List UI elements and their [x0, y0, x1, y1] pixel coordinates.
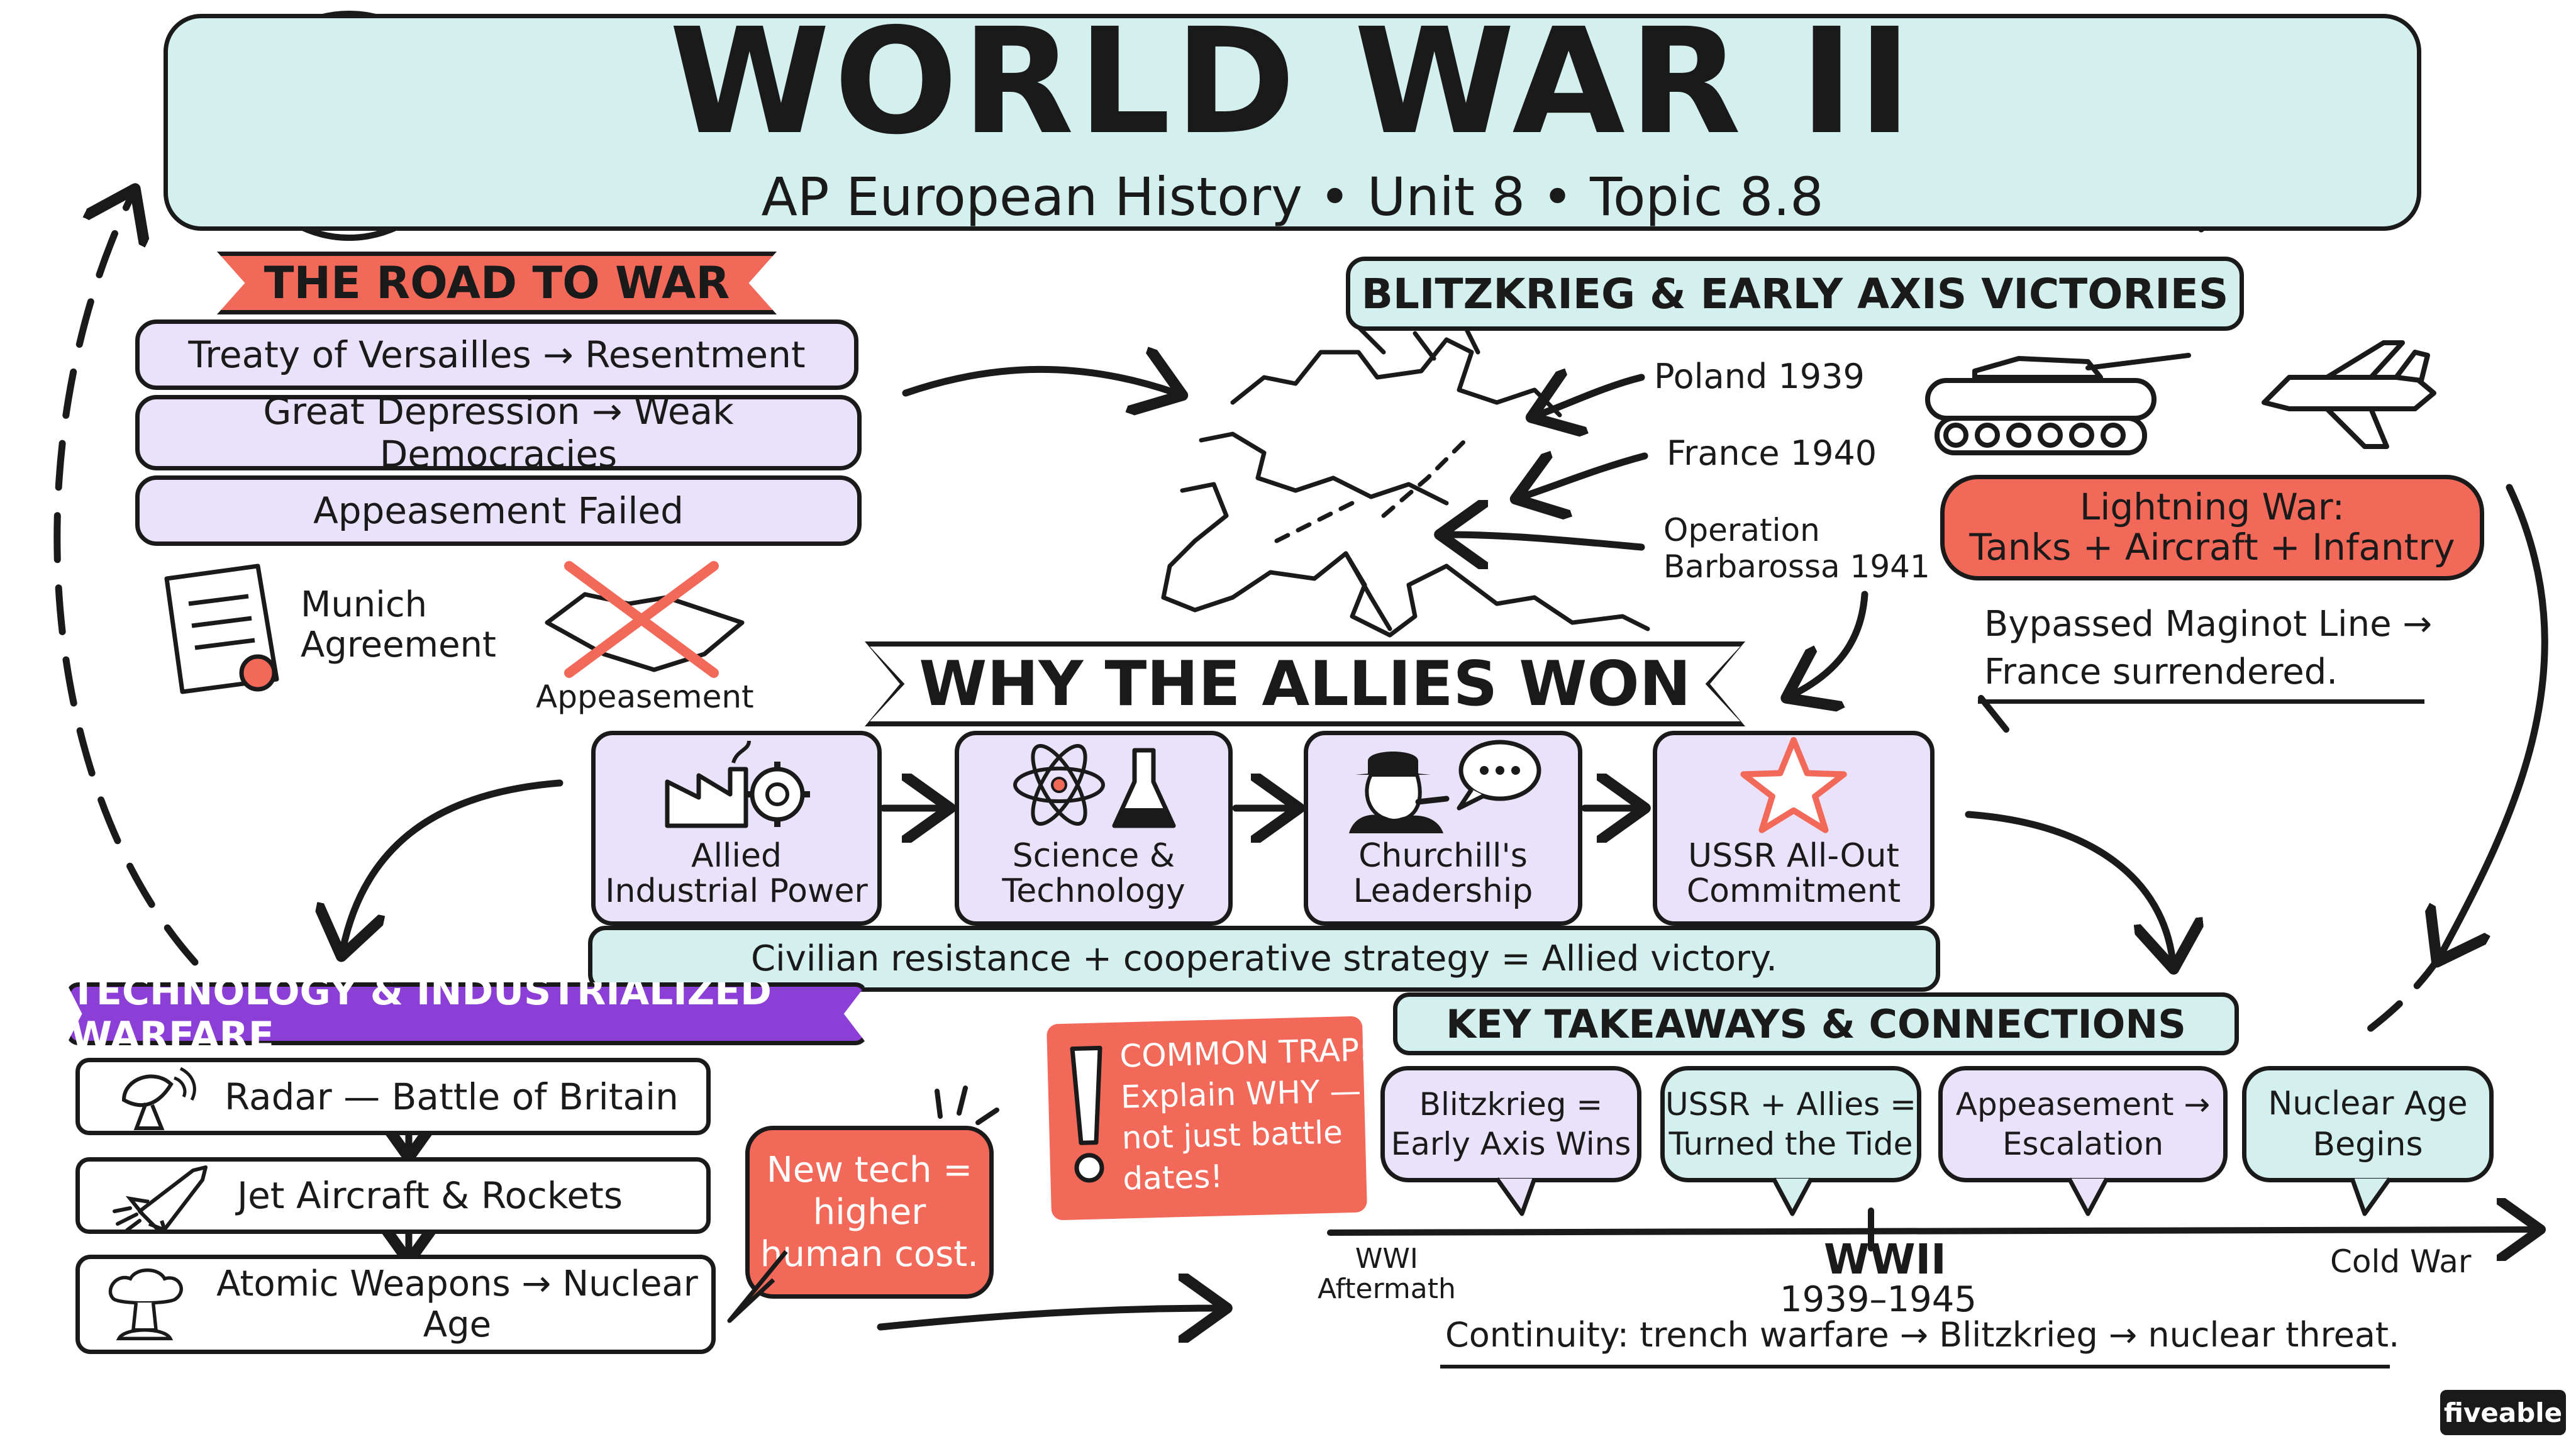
timeline-start-label: WWI Aftermath	[1318, 1243, 1456, 1306]
maginot-note: Bypassed Maginot Line → France surrender…	[1984, 604, 2433, 692]
invasion-barbarossa: Operation Barbarossa 1941	[1663, 512, 1930, 585]
tech-item-jets-rockets: Jet Aircraft & Rockets	[75, 1157, 711, 1234]
timeline-wwii-dates: 1939–1945	[1780, 1279, 1977, 1320]
churchill-icon	[1348, 740, 1541, 833]
tech-item-atomic: Atomic Weapons → Nuclear Age	[75, 1255, 716, 1354]
appeasement-label: Appeasement	[536, 679, 754, 715]
allied-victory-summary: Civilian resistance + cooperative strate…	[588, 926, 1940, 992]
why-allies-won-banner: WHY THE ALLIES WON	[865, 641, 1745, 726]
europe-map-icon	[1161, 325, 1650, 638]
maginot-underline	[1978, 699, 2424, 704]
factor-science-technology: Science & Technology	[955, 731, 1233, 926]
tech-item-radar: Radar — Battle of Britain	[75, 1058, 711, 1135]
mushroom-cloud-icon	[108, 1269, 183, 1341]
takeaway-nuclear-age: Nuclear Age Begins	[2242, 1066, 2494, 1182]
common-trap-box: COMMON TRAP: Explain WHY — not just batt…	[1046, 1016, 1370, 1221]
crossed-handshake-icon	[545, 561, 745, 678]
continuity-underline	[1440, 1365, 2390, 1368]
timeline-end-label: Cold War	[2330, 1243, 2472, 1280]
technology-heading: TECHNOLOGY & INDUSTRIALIZED WARFARE	[66, 982, 868, 1045]
page-title: WORLD WAR II	[669, 0, 1916, 167]
invasion-france: France 1940	[1667, 433, 1877, 473]
brand-badge: fiveable	[2440, 1390, 2566, 1435]
emphasis-marks-icon	[935, 1085, 999, 1125]
timeline-wwii-label: WWII	[1824, 1235, 1946, 1284]
continuity-statement: Continuity: trench warfare → Blitzkrieg …	[1445, 1315, 2400, 1355]
road-to-war-heading: THE ROAD TO WAR	[217, 252, 777, 314]
road-item-versailles: Treaty of Versailles → Resentment	[135, 319, 858, 390]
road-item-appeasement: Appeasement Failed	[135, 475, 862, 546]
factor-ussr-commitment: USSR All-Out Commitment	[1653, 731, 1935, 926]
common-trap-text: COMMON TRAP: Explain WHY — not just batt…	[1119, 1031, 1370, 1197]
invasion-poland: Poland 1939	[1654, 357, 1865, 396]
takeaway-blitzkrieg: Blitzkrieg = Early Axis Wins	[1380, 1066, 1641, 1182]
munich-document-icon	[164, 564, 279, 694]
callout-tail	[727, 1250, 788, 1323]
tank-icon	[1925, 353, 2191, 455]
takeaways-heading: KEY TAKEAWAYS & CONNECTIONS	[1393, 992, 2239, 1055]
takeaway-ussr-allies: USSR + Allies = Turned the Tide	[1660, 1066, 1921, 1182]
star-icon	[1740, 736, 1847, 833]
brand-logo: fiveable	[2443, 1397, 2563, 1428]
factor-industrial-power: Allied Industrial Power	[591, 731, 882, 926]
takeaway-appeasement: Appeasement → Escalation	[1938, 1066, 2228, 1182]
road-item-depression: Great Depression → Weak Democracies	[135, 390, 862, 475]
munich-agreement-label: Munich Agreement	[301, 584, 497, 666]
page-subtitle: AP European History • Unit 8 • Topic 8.8	[761, 165, 1824, 228]
human-cost-callout: New tech = higher human cost.	[745, 1126, 994, 1299]
title-banner: WORLD WAR II AP European History • Unit …	[164, 9, 2421, 231]
radar-dish-icon	[121, 1067, 196, 1130]
exclamation-icon	[1070, 1045, 1104, 1183]
factory-gear-icon	[665, 740, 810, 828]
blitzkrieg-heading: BLITZKRIEG & EARLY AXIS VICTORIES	[1346, 257, 2244, 331]
rocket-icon	[113, 1165, 208, 1230]
plane-icon	[2262, 340, 2436, 449]
factor-churchill-leadership: Churchill's Leadership	[1304, 731, 1582, 926]
atom-flask-icon	[1013, 743, 1176, 828]
lightning-war-box: Lightning War: Tanks + Aircraft + Infant…	[1940, 475, 2484, 580]
